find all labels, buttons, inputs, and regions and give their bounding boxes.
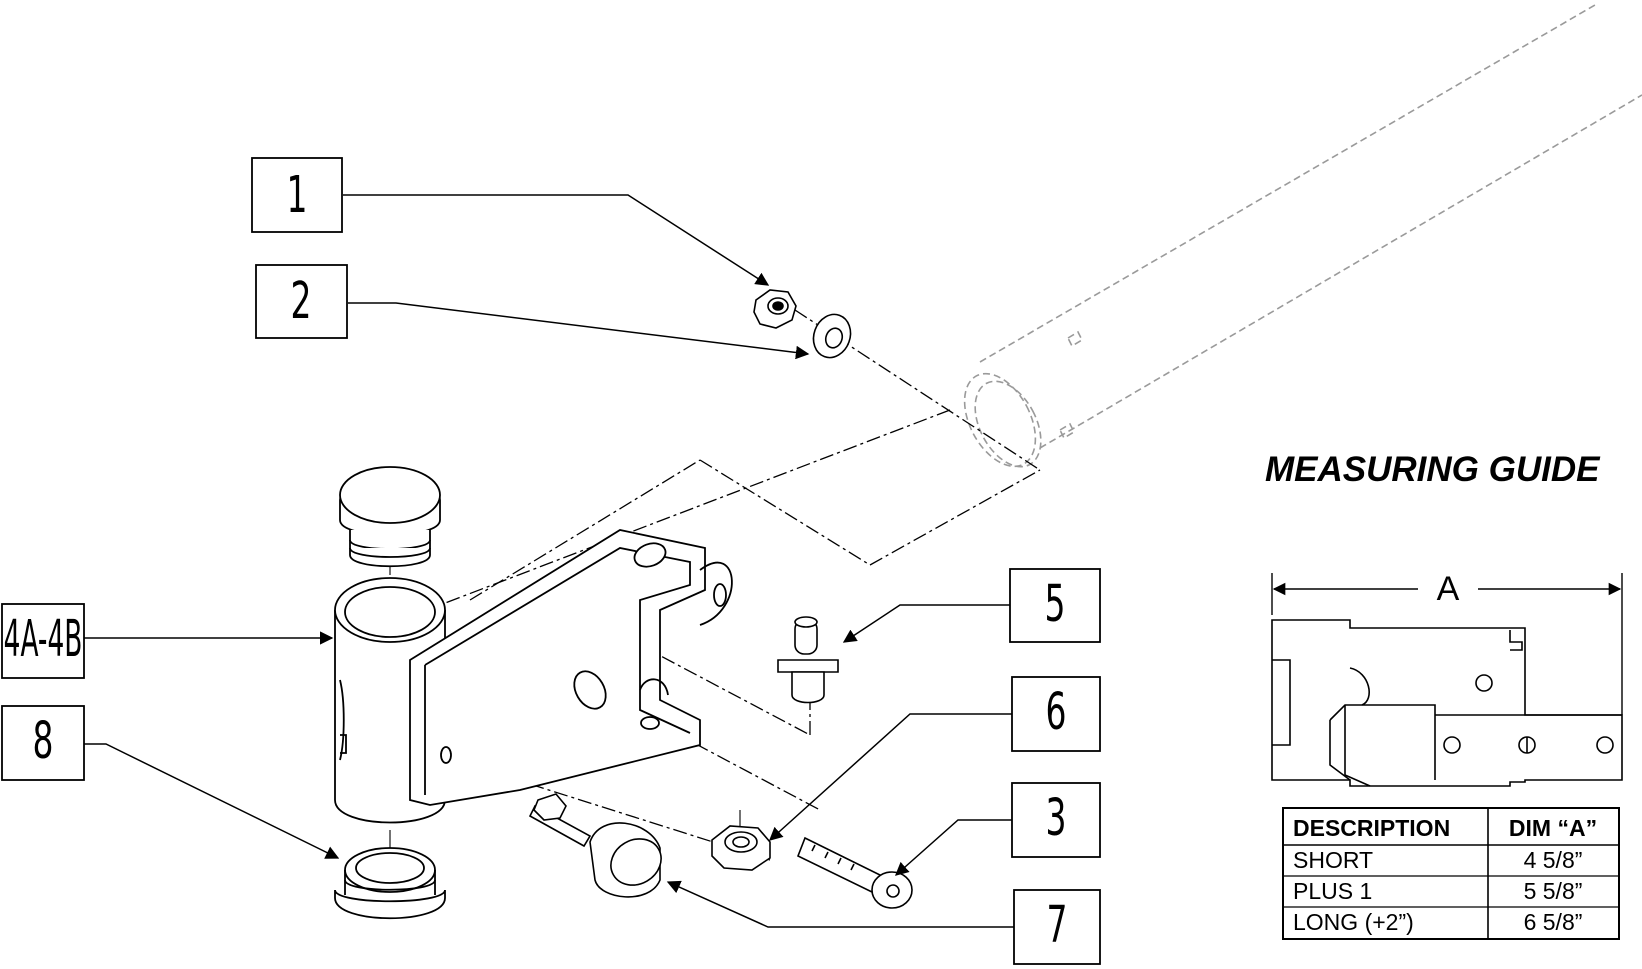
callout-label-4a-4b: 4A-4B <box>4 610 83 669</box>
phantom-frame-tube <box>963 4 1642 468</box>
leader-5 <box>842 604 1010 643</box>
callout-box-7 <box>1013 889 1101 965</box>
callout-label-1: 1 <box>287 166 308 225</box>
bumper-stop-part <box>528 793 662 898</box>
callout-box-5 <box>1009 568 1101 643</box>
table-cell-row1-dim: 4 5/8” <box>1524 847 1583 873</box>
callout-label-7: 7 <box>1047 896 1068 955</box>
lock-nut-part <box>753 289 797 329</box>
leader-8 <box>84 743 340 859</box>
callout-labels: 1 2 4A-4B 8 5 6 3 7 <box>4 166 1068 955</box>
dimension-a <box>1271 573 1623 715</box>
bracket-side-view <box>1271 619 1623 787</box>
leader-2 <box>348 302 810 360</box>
table-header-description: DESCRIPTION <box>1293 815 1450 841</box>
table-cell-row2-dim: 5 5/8” <box>1524 878 1583 904</box>
callout-boxes <box>1 157 1101 965</box>
callout-label-5: 5 <box>1045 575 1066 634</box>
callout-label-3: 3 <box>1046 789 1067 848</box>
top-cap-part <box>339 466 441 568</box>
callout-box-6 <box>1011 676 1101 752</box>
leader-lines <box>84 194 1014 928</box>
measuring-guide-title: MEASURING GUIDE <box>1265 450 1601 489</box>
bottom-cap-part <box>334 847 446 920</box>
callout-label-6: 6 <box>1046 683 1067 742</box>
callout-box-1 <box>251 157 343 233</box>
callout-box-3 <box>1011 782 1101 858</box>
callout-label-2: 2 <box>291 272 312 331</box>
leader-7 <box>666 880 1014 928</box>
table-cell-row1-description: SHORT <box>1293 847 1373 873</box>
callout-box-4a-4b <box>1 603 85 679</box>
dimension-a-label: A <box>1437 570 1460 608</box>
table-cell-row3-dim: 6 5/8” <box>1524 909 1583 935</box>
dimension-table: DESCRIPTION DIM “A” SHORT 4 5/8” PLUS 1 … <box>1282 807 1620 940</box>
hex-nut-part <box>711 825 771 871</box>
leader-6 <box>768 713 1012 841</box>
callout-box-8 <box>1 705 85 781</box>
leader-3 <box>894 819 1012 876</box>
table-header-dim-a: DIM “A” <box>1509 815 1597 841</box>
screw-part <box>796 836 913 909</box>
callout-box-2 <box>255 264 348 339</box>
table-cell-row2-description: PLUS 1 <box>1293 878 1372 904</box>
main-bracket-part <box>409 529 733 806</box>
washer-part <box>812 313 852 359</box>
table-cell-row3-description: LONG (+2”) <box>1293 909 1414 935</box>
leader-1 <box>343 194 770 286</box>
callout-label-8: 8 <box>33 712 54 771</box>
stud-part <box>777 616 839 704</box>
measuring-guide: MEASURING GUIDE A <box>1265 450 1623 940</box>
